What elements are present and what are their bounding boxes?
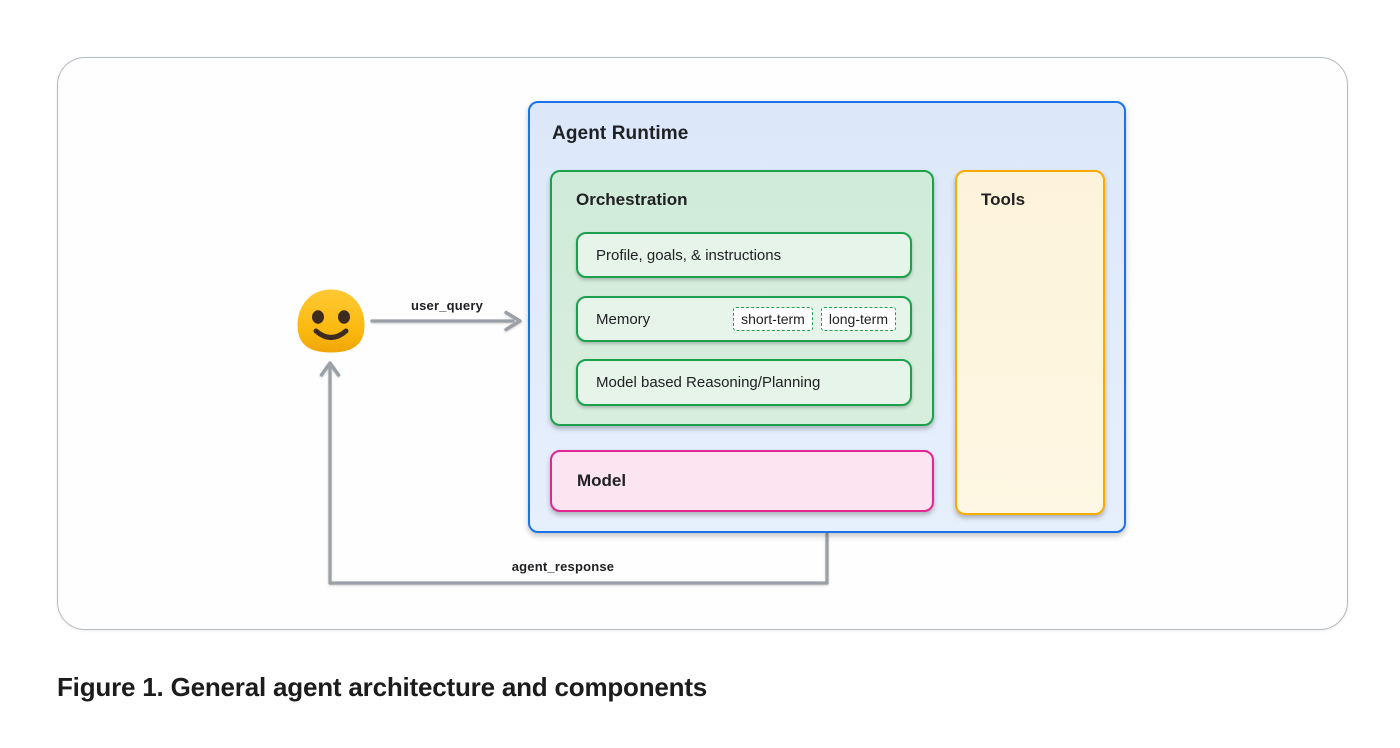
model-label: Model — [577, 471, 627, 490]
model-based-reasoning-planning-label: Model based Reasoning/Planning — [596, 374, 821, 391]
model-based-reasoning-planning-box: Model based Reasoning/Planning — [576, 359, 912, 406]
tools-label: Tools — [981, 190, 1026, 209]
agent-response-label: agent_response — [511, 559, 615, 574]
figure-caption: Figure 1. General agent architecture and… — [57, 672, 708, 702]
agent-runtime-box: Agent Runtime Orchestration Profile, goa… — [528, 101, 1126, 533]
model-box: Model — [550, 450, 934, 512]
profile-goals-instructions-box: Profile, goals, & instructions — [576, 232, 912, 278]
orchestration-box: Orchestration Profile, goals, & instruct… — [550, 170, 934, 426]
memory-label: Memory — [596, 310, 651, 328]
tools-box: Tools — [955, 170, 1105, 515]
agent-runtime-title: Agent Runtime — [552, 123, 689, 144]
user-emoji-icon — [297, 289, 365, 353]
memory-box: Memory short-term long-term — [576, 296, 912, 342]
short-term-memory-chip: short-term — [733, 307, 813, 331]
user-query-label: user_query — [410, 298, 484, 313]
memory-chips: short-term long-term — [733, 307, 896, 331]
profile-goals-instructions-label: Profile, goals, & instructions — [596, 246, 782, 264]
long-term-memory-chip: long-term — [820, 307, 896, 331]
orchestration-title: Orchestration — [576, 190, 688, 209]
